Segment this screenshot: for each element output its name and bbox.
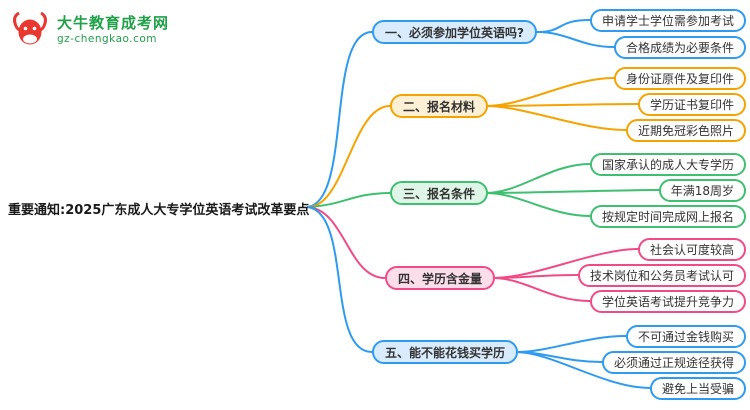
branch-node-1: 一、必须参加学位英语吗?	[372, 20, 537, 44]
bull-logo-icon	[10, 8, 50, 52]
leaf-node: 学位英语考试提升竞争力	[589, 290, 746, 313]
branch-node-2: 二、报名材料	[390, 94, 489, 118]
site-logo[interactable]: 大牛教育成考网 gz-chengkao.com	[10, 8, 169, 52]
leaf-node: 申请学士学位需参加考试	[589, 9, 746, 32]
leaf-node: 年满18周岁	[658, 179, 746, 202]
leaf-node: 不可通过金钱购买	[625, 325, 746, 348]
branch-node-4: 四、学历含金量	[385, 266, 496, 290]
leaf-node: 国家承认的成人大专学历	[589, 153, 746, 176]
leaf-node: 必须通过正规途径获得	[601, 351, 746, 374]
logo-name: 大牛教育成考网	[57, 14, 170, 33]
branch-4-connectors	[492, 248, 639, 302]
leaf-node: 避免上当受骗	[649, 377, 746, 400]
branch-node-3: 三、报名条件	[390, 181, 489, 205]
leaf-node: 社会认可度较高	[637, 238, 746, 261]
root-node: 重要通知:2025广东成人大专学位英语考试改革要点	[8, 203, 310, 218]
root-connectors	[307, 31, 391, 353]
branch-node-5: 五、能不能花钱买学历	[372, 340, 519, 364]
leaf-node: 技术岗位和公务员考试认可	[577, 264, 746, 287]
leaf-node: 学历证书复印件	[637, 93, 746, 116]
branch-3-connectors	[485, 163, 661, 217]
branch-2-connectors	[485, 77, 639, 131]
leaf-node: 按规定时间完成网上报名	[589, 205, 746, 228]
leaf-node: 近期免冠彩色照片	[625, 119, 746, 142]
branch-1-connectors	[536, 19, 615, 48]
branch-5-connectors	[515, 335, 651, 389]
leaf-node: 身份证原件及复印件	[613, 67, 746, 90]
logo-domain: gz-chengkao.com	[57, 32, 158, 45]
leaf-node: 合格成绩为必要条件	[613, 36, 746, 59]
